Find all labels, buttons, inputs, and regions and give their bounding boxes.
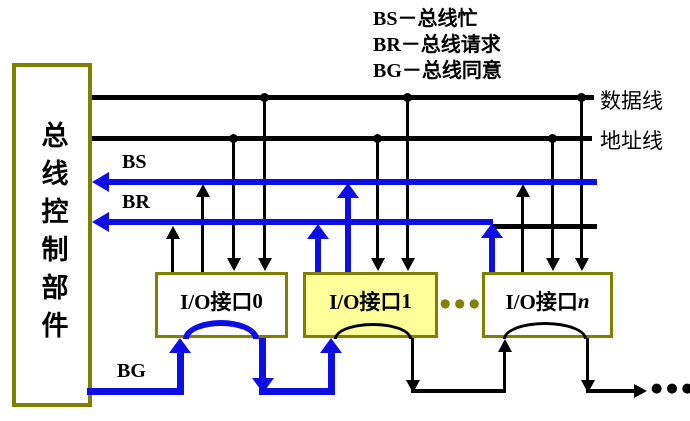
bg-arrowhead-into-ion	[498, 339, 512, 352]
address-bus-label: 地址线	[600, 129, 663, 153]
bs-arrow-io0	[201, 196, 204, 272]
io-interface-n-label: I/O接口	[505, 290, 578, 314]
br-line-label: BR	[122, 191, 150, 213]
junction-dot	[260, 93, 269, 102]
address-drop-io1	[376, 141, 379, 259]
bg-drop-io0	[259, 338, 266, 380]
ellipsis-chain-end: ●●●	[651, 381, 690, 396]
address-drop-io0	[232, 141, 235, 259]
address-bus-line	[92, 136, 592, 141]
data-bus-label: 数据线	[600, 89, 663, 113]
address-drop-arrowhead-io1	[371, 258, 385, 271]
bg-rise-io1	[328, 352, 335, 395]
bg-line-from-controller	[87, 388, 184, 395]
ellipsis-between-interfaces: ●●●	[440, 296, 484, 310]
legend-line-br: BR－总线请求	[373, 34, 501, 56]
bg-drop-ion	[586, 336, 589, 381]
bs-arrowhead-io0	[196, 184, 210, 197]
bg-drop-io1	[411, 336, 414, 381]
br-request-arrowhead-ion-active	[481, 223, 503, 238]
junction-dot	[403, 93, 412, 102]
bg-chain-exit-line	[586, 389, 634, 393]
legend: BS－总线忙 BR－总线请求 BG－总线同意	[373, 6, 502, 84]
br-request-arrowhead-io0	[166, 226, 180, 239]
br-request-arrow-io0	[171, 238, 174, 272]
io-interface-0-index: 0	[252, 288, 263, 313]
bus-controller-label: 总线控制部件	[37, 121, 68, 349]
bs-arrowhead-ion	[516, 184, 530, 197]
bg-arrowhead-into-io1	[320, 338, 342, 353]
bs-arrow-io1-active	[345, 197, 351, 272]
legend-line-bs: BS－总线忙	[373, 8, 478, 30]
io-interface-n-index: n	[577, 288, 590, 313]
br-line-active	[106, 219, 493, 225]
bs-arrowhead-to-controller	[92, 172, 109, 192]
junction-dot	[577, 93, 586, 102]
data-drop-arrowhead-io1	[401, 258, 415, 271]
br-line-inactive-segment	[493, 224, 597, 229]
bs-arrowhead-io1-active	[337, 183, 359, 198]
br-arrowhead-to-controller	[92, 212, 109, 232]
junction-dot	[373, 134, 382, 143]
legend-line-bg: BG－总线同意	[373, 60, 502, 82]
bg-line-label: BG	[117, 360, 146, 382]
junction-dot	[548, 134, 557, 143]
bs-line-label: BS	[122, 151, 147, 173]
address-drop-arrowhead-io0	[227, 258, 241, 271]
bs-arrow-ion	[521, 196, 524, 272]
data-bus-line	[92, 95, 594, 100]
bg-drop-arrowhead-io0	[252, 378, 274, 393]
bg-rise-io0	[177, 352, 184, 395]
io-interface-0-label: I/O接口	[180, 290, 253, 314]
bg-rise-ion	[503, 351, 506, 393]
br-request-arrow-ion-active	[489, 237, 495, 272]
bg-segment-io0-io1	[259, 388, 335, 395]
junction-dot	[229, 134, 238, 143]
io-interface-1-index: 1	[401, 288, 412, 313]
io-interface-1-label: I/O接口	[329, 290, 402, 314]
data-drop-arrowhead-io0	[258, 258, 272, 271]
br-request-arrow-io1-active	[315, 238, 321, 272]
bs-line	[106, 179, 597, 185]
bus-controller-box: 总线控制部件	[12, 63, 92, 407]
address-drop-arrowhead-ion	[546, 258, 560, 271]
br-request-arrowhead-io1-active	[307, 224, 329, 239]
bg-arrowhead-into-io0	[169, 338, 191, 353]
bg-segment-io1-ion	[411, 389, 506, 393]
address-drop-ion	[551, 141, 554, 259]
bg-chain-exit-arrowhead	[634, 384, 647, 398]
data-drop-arrowhead-ion	[575, 258, 589, 271]
